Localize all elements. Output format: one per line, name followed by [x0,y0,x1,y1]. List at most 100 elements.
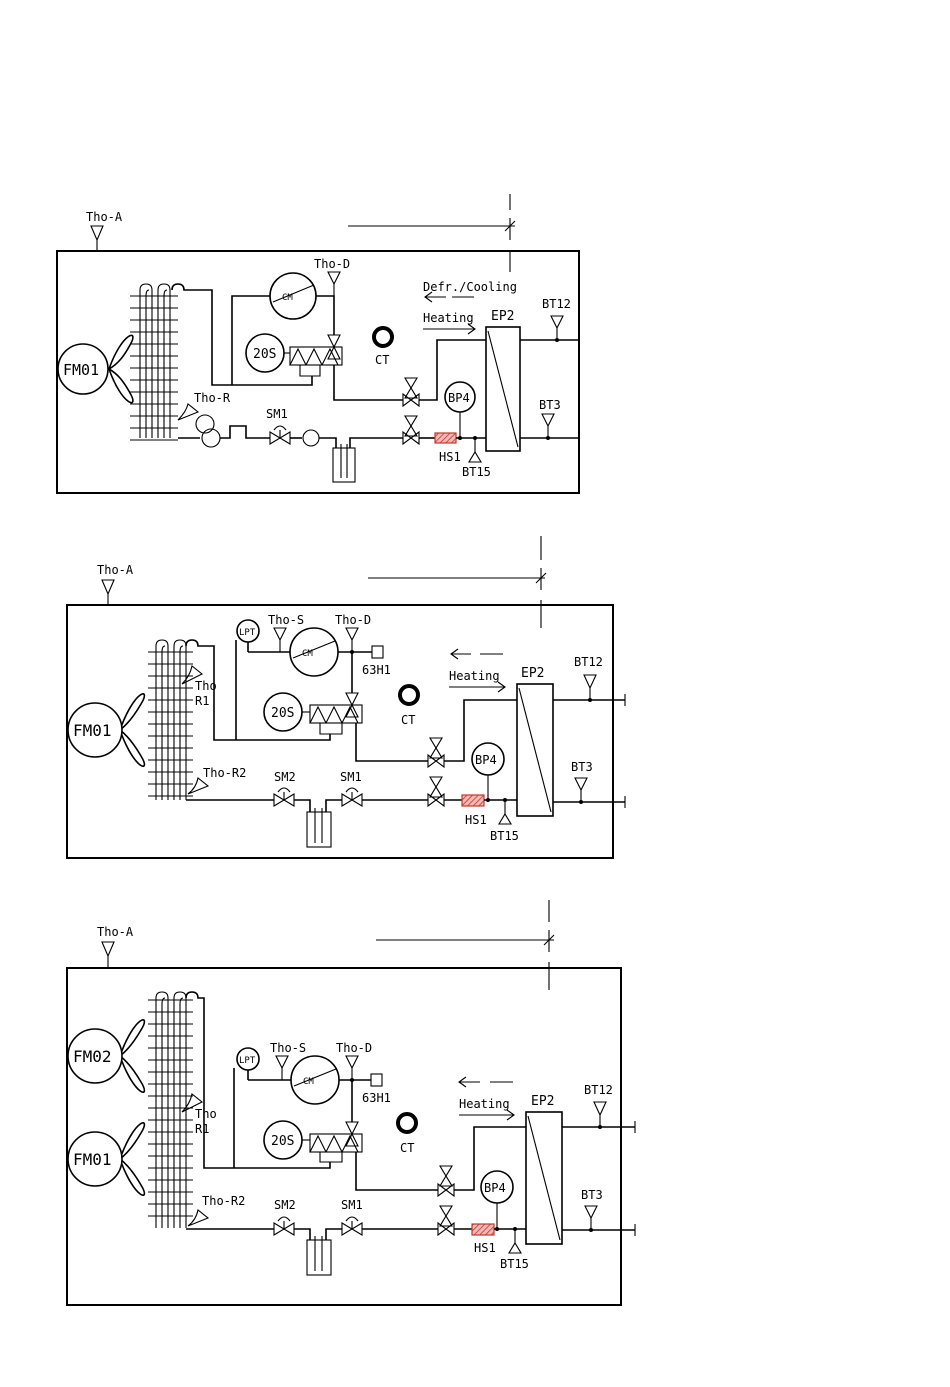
diagram-1: Tho-A FM01 [57,194,579,493]
bt15-label: BT15 [500,1257,529,1271]
heater-hs1: HS1 [472,1224,496,1255]
tho-label: Tho [195,679,217,693]
fm01-label: FM01 [73,721,112,740]
ct-current-transformer: CT [374,328,392,367]
lpt-label: LPT [239,628,256,638]
flow-direction-labels: Defr./Cooling Heating [423,280,517,334]
heat-exchanger-ep2: EP2 [517,666,553,816]
tho-d-sensor: Tho-D [314,257,350,296]
bt3-sensor: BT3 [539,398,561,440]
bt3-label: BT3 [539,398,561,412]
20s-label: 20S [271,706,294,721]
unit-enclosure [67,605,613,858]
heating-label: Heating [449,669,500,683]
sm1-label: SM1 [340,770,362,784]
bt12-label: BT12 [542,297,571,311]
fan-fm01: FM01 [58,335,133,402]
bt3-sensor: BT3 [571,760,593,804]
service-valve-gas [438,1166,454,1196]
pressure-sensor-bp4: BP4 [472,743,504,802]
tho-r2-sensor: Tho-R2 [188,766,246,794]
lpt-label: LPT [239,1056,256,1066]
dimension-marker [376,900,554,990]
20s-label: 20S [253,347,276,362]
fm02-label: FM02 [73,1047,112,1066]
bt15-sensor: BT15 [500,1227,529,1271]
flow-direction-labels: Heating [459,1077,514,1120]
ct-label: CT [400,1141,414,1155]
compressor-cm: CM [232,273,334,385]
tho-r1-sensor: Tho R1 [182,1094,217,1136]
tho-a-label: Tho-A [86,210,123,224]
compressor-cm: CM [290,628,372,676]
63h1-label: 63H1 [362,663,391,677]
tho-label: Tho [195,1107,217,1121]
receiver [333,444,355,482]
bt3-label: BT3 [581,1188,603,1202]
dimension-marker [368,536,546,628]
20s-label: 20S [271,1134,294,1149]
bp4-label: BP4 [484,1181,506,1195]
tho-d-label: Tho-D [336,1041,372,1055]
sm2-valve: SM2 [274,1198,296,1235]
tho-s-label: Tho-S [270,1041,306,1055]
diagram-3: Tho-A FM02 FM01 [67,900,635,1305]
four-way-valve-20s: 20S [236,693,428,761]
ct-label: CT [375,353,389,367]
tho-d-label: Tho-D [314,257,350,271]
tho-r2-label: Tho-R2 [202,1194,245,1208]
bt12-label: BT12 [574,655,603,669]
sm1-valve: SM1 [266,407,290,444]
ep2-label: EP2 [521,666,544,681]
hs1-label: HS1 [465,813,487,827]
ct-current-transformer: CT [400,686,418,727]
tho-a-sensor: Tho-A [97,925,134,968]
service-valve-liquid [438,1206,454,1235]
63h1-label: 63H1 [362,1091,391,1105]
sm1-valve: SM1 [341,1198,363,1235]
tho-a-label: Tho-A [97,925,134,939]
service-valve-liquid [403,416,419,444]
tho-a-sensor: Tho-A [86,210,123,251]
hs1-label: HS1 [439,450,461,464]
bp4-label: BP4 [475,753,497,767]
service-valve-gas [428,738,444,767]
cm-label: CM [302,649,313,659]
tho-d-sensor: Tho-D [335,613,371,654]
fm01-label: FM01 [63,361,99,379]
bt15-sensor: BT15 [490,798,519,843]
sm1-label: SM1 [266,407,288,421]
compressor-cm: CM [291,1056,371,1104]
tho-r2-sensor: Tho-R2 [188,1194,245,1226]
ep2-label: EP2 [491,309,514,324]
heating-label: Heating [423,311,474,325]
bt3-label: BT3 [571,760,593,774]
bt3-sensor: BT3 [581,1188,603,1232]
ct-label: CT [401,713,415,727]
fan-fm01: FM01 [68,694,144,766]
receiver [307,808,331,847]
cm-label: CM [282,293,293,303]
ep2-label: EP2 [531,1094,554,1109]
lpt-sensor: LPT [236,620,259,740]
dimension-marker [348,194,515,272]
evaporator-coil [148,992,234,1228]
r1-label: R1 [195,1122,209,1136]
tho-s-label: Tho-S [268,613,304,627]
defr-cooling-label: Defr./Cooling [423,280,517,294]
bt12-sensor: BT12 [542,297,571,342]
bt15-label: BT15 [462,465,491,479]
service-valve-liquid [428,777,444,806]
heating-label: Heating [459,1097,510,1111]
hs1-label: HS1 [474,1241,496,1255]
pressure-sensor-bp4: BP4 [481,1171,513,1231]
heater-hs1: HS1 [462,795,487,827]
bp4-label: BP4 [448,391,470,405]
high-pressure-switch-63h1: 63H1 [362,646,391,677]
diagram-2: Tho-A FM01 [67,536,625,858]
service-valve-gas [403,378,419,406]
heat-exchanger-ep2: EP2 [486,309,520,451]
tho-r2-label: Tho-R2 [203,766,246,780]
bt12-label: BT12 [584,1083,613,1097]
